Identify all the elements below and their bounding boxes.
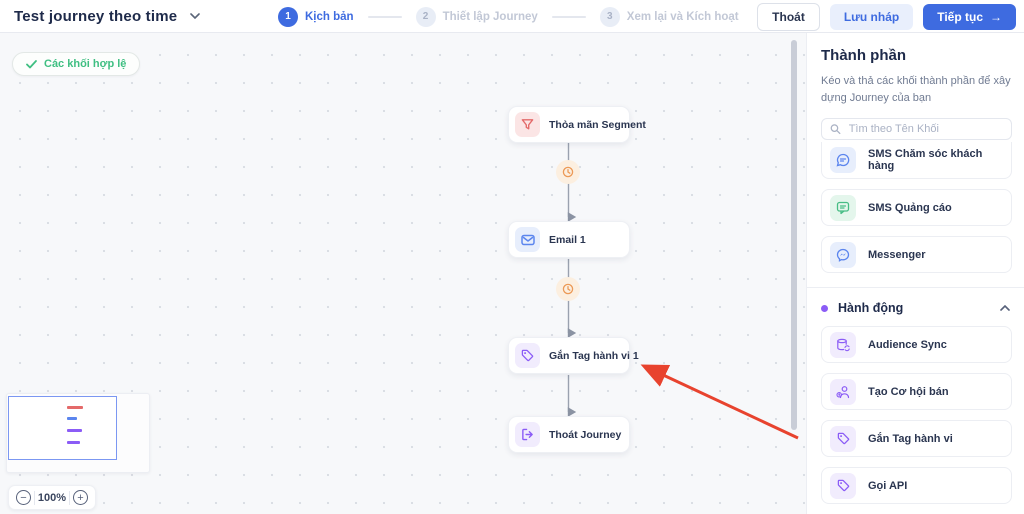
- tag-icon: [515, 343, 540, 368]
- stepper: 1 Kịch bản 2 Thiết lập Journey 3 Xem lại…: [278, 0, 739, 33]
- component-label: Messenger: [868, 248, 926, 261]
- minimap[interactable]: [6, 393, 150, 473]
- clock-icon: [562, 166, 574, 178]
- component-call-api[interactable]: Gọi API: [821, 467, 1012, 504]
- funnel-icon: [515, 112, 540, 137]
- component-messenger[interactable]: Messenger: [821, 236, 1012, 273]
- search-icon: [830, 124, 841, 135]
- step-label: Thiết lập Journey: [442, 10, 538, 23]
- step-xem-lai-kich-hoat[interactable]: 3 Xem lại và Kích hoạt: [599, 6, 739, 27]
- step-separator: [551, 15, 586, 18]
- flow-node-exit[interactable]: Thoát Journey: [508, 416, 630, 453]
- node-label: Gắn Tag hành vi 1: [549, 349, 639, 362]
- email-icon: [515, 227, 540, 252]
- journey-canvas[interactable]: Các khối hợp lệ Thỏa mãn Segment Email 1: [0, 33, 806, 514]
- chevron-down-icon[interactable]: [185, 7, 205, 25]
- zoom-out-button[interactable]: −: [16, 490, 31, 505]
- flow-node-email[interactable]: Email 1: [508, 221, 630, 258]
- flow-node-segment[interactable]: Thỏa mãn Segment: [508, 106, 646, 143]
- components-sidebar: Thành phần Kéo và thả các khối thành phầ…: [806, 33, 1024, 514]
- step-number: 2: [415, 6, 436, 27]
- search-input[interactable]: [848, 123, 1003, 135]
- continue-label: Tiếp tục: [937, 9, 983, 24]
- exit-icon: [515, 422, 540, 447]
- step-separator: [367, 15, 402, 18]
- section-label: Hành động: [838, 301, 904, 315]
- continue-button[interactable]: Tiếp tục →: [923, 3, 1016, 30]
- sidebar-title: Thành phần: [821, 47, 906, 64]
- node-label: Thoát Journey: [549, 428, 622, 441]
- audience-sync-icon: [830, 331, 856, 358]
- node-label: Thỏa mãn Segment: [549, 118, 646, 131]
- flow-node-tag[interactable]: Gắn Tag hành vi 1: [508, 337, 639, 374]
- topbar-actions: Thoát Lưu nháp Tiếp tục →: [757, 0, 1016, 33]
- step-number: 3: [599, 6, 620, 27]
- wait-delay-badge[interactable]: [556, 160, 580, 184]
- sms-ads-icon: [830, 194, 856, 221]
- purple-dot-icon: [821, 304, 828, 312]
- save-draft-button[interactable]: Lưu nháp: [829, 3, 914, 30]
- valid-blocks-label: Các khối hợp lệ: [44, 58, 127, 70]
- zoom-level: 100%: [37, 491, 67, 504]
- component-sms-care[interactable]: SMS Chăm sóc khách hàng: [821, 142, 1012, 179]
- sales-opportunity-icon: [830, 378, 856, 405]
- clock-icon: [562, 283, 574, 295]
- wait-delay-badge[interactable]: [556, 277, 580, 301]
- component-label: SMS Chăm sóc khách hàng: [868, 148, 983, 172]
- node-label: Email 1: [549, 233, 586, 246]
- component-sms-ads[interactable]: SMS Quảng cáo: [821, 189, 1012, 226]
- topbar: Test journey theo time 1 Kịch bản 2 Thiế…: [0, 0, 1024, 33]
- block-search[interactable]: [821, 118, 1012, 140]
- api-icon: [830, 472, 856, 499]
- component-tag-behavior[interactable]: Gắn Tag hành vi: [821, 420, 1012, 457]
- component-label: Gắn Tag hành vi: [868, 432, 953, 445]
- page-title: Test journey theo time: [14, 7, 178, 25]
- component-label: Audience Sync: [868, 338, 947, 351]
- minimap-node: [67, 406, 83, 409]
- sidebar-description: Kéo và thả các khối thành phần để xây dự…: [821, 75, 1011, 104]
- journey-title-group: Test journey theo time: [0, 7, 205, 25]
- divider: [807, 287, 1024, 288]
- arrow-right-icon: →: [990, 9, 1002, 24]
- tag-icon: [830, 425, 856, 452]
- minimap-node: [67, 441, 80, 444]
- step-kich-ban[interactable]: 1 Kịch bản: [278, 6, 354, 27]
- component-label: SMS Quảng cáo: [868, 201, 952, 214]
- check-icon: [26, 59, 37, 68]
- component-label: Gọi API: [868, 479, 908, 492]
- divider: [33, 490, 35, 505]
- messenger-icon: [830, 241, 856, 268]
- vertical-scrollbar[interactable]: [791, 40, 797, 430]
- step-thiet-lap-journey[interactable]: 2 Thiết lập Journey: [415, 6, 538, 27]
- exit-button[interactable]: Thoát: [757, 2, 820, 31]
- chevron-up-icon[interactable]: [1000, 305, 1010, 311]
- zoom-in-button[interactable]: +: [72, 490, 88, 505]
- component-sales-opportunity[interactable]: Tạo Cơ hội bán: [821, 373, 1012, 410]
- minimap-node: [67, 417, 77, 420]
- section-hanh-dong[interactable]: Hành động: [821, 301, 1010, 315]
- component-label: Tạo Cơ hội bán: [868, 385, 949, 398]
- zoom-controls: − 100% +: [8, 485, 96, 510]
- minimap-node: [67, 429, 82, 432]
- step-label: Kịch bản: [305, 10, 354, 23]
- component-audience-sync[interactable]: Audience Sync: [821, 326, 1012, 363]
- divider: [69, 490, 70, 505]
- sms-care-icon: [830, 147, 856, 173]
- step-label: Xem lại và Kích hoạt: [626, 10, 739, 23]
- minimap-viewport[interactable]: [8, 396, 117, 460]
- valid-blocks-badge: Các khối hợp lệ: [12, 52, 141, 76]
- step-number: 1: [278, 6, 298, 27]
- red-annotation-arrow: [640, 364, 799, 440]
